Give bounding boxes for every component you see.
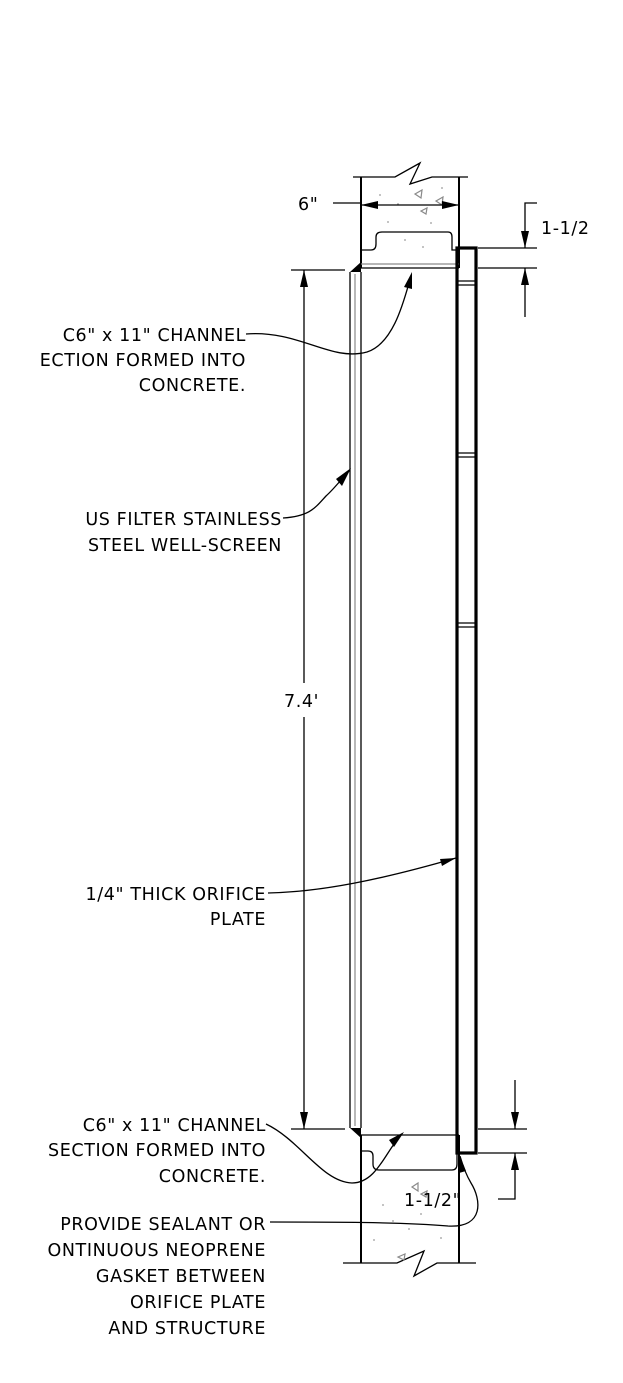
sealant-line-5: AND STRUCTURE: [108, 1319, 266, 1339]
orifice-plate-line-2: PLATE: [210, 910, 266, 930]
leaders: [245, 272, 479, 1227]
top-concrete-section: [353, 161, 468, 269]
sealant-line-4: ORIFICE PLATE: [130, 1293, 266, 1313]
bottom-channel-line-1: C6" x 11" CHANNEL: [83, 1116, 266, 1136]
orifice-plate-note: 1/4" THICK ORIFICE PLATE: [86, 885, 266, 930]
sealant-line-3: GASKET BETWEEN: [96, 1267, 266, 1287]
bottom-concrete-section: [343, 1134, 476, 1278]
well-screen: [349, 262, 362, 1138]
top-channel-line-3: CONCRETE.: [139, 376, 246, 396]
well-screen-note: US FILTER STAINLESS STEEL WELL-SCREEN: [85, 510, 282, 556]
bottom-channel-line-3: CONCRETE.: [159, 1167, 266, 1187]
bottom-channel-line-2: SECTION FORMED INTO: [48, 1141, 266, 1161]
bottom-offset-dimension: 1-1/2": [404, 1080, 527, 1211]
height-dimension: 7.4': [284, 269, 345, 1130]
well-screen-line-2: STEEL WELL-SCREEN: [88, 536, 282, 556]
top-offset-dimension: 1-1/2: [478, 202, 590, 317]
top-channel-note: C6" x 11" CHANNEL ECTION FORMED INTO CON…: [40, 326, 246, 396]
sealant-line-1: PROVIDE SEALANT OR: [60, 1215, 266, 1235]
sealant-line-2: ONTINUOUS NEOPRENE: [47, 1241, 266, 1261]
top-width-dimension: 6": [298, 195, 459, 215]
bottom-offset-label: 1-1/2": [404, 1191, 461, 1211]
top-channel-line-1: C6" x 11" CHANNEL: [63, 326, 246, 346]
top-offset-label: 1-1/2: [541, 219, 590, 239]
orifice-plate: [455, 246, 478, 1155]
top-width-label: 6": [298, 195, 318, 215]
sealant-note: PROVIDE SEALANT OR ONTINUOUS NEOPRENE GA…: [47, 1215, 266, 1339]
bottom-channel-note: C6" x 11" CHANNEL SECTION FORMED INTO CO…: [48, 1116, 266, 1187]
well-screen-line-1: US FILTER STAINLESS: [85, 510, 282, 530]
top-channel-line-2: ECTION FORMED INTO: [40, 351, 246, 371]
height-label: 7.4': [284, 692, 319, 712]
orifice-plate-line-1: 1/4" THICK ORIFICE: [86, 885, 266, 905]
